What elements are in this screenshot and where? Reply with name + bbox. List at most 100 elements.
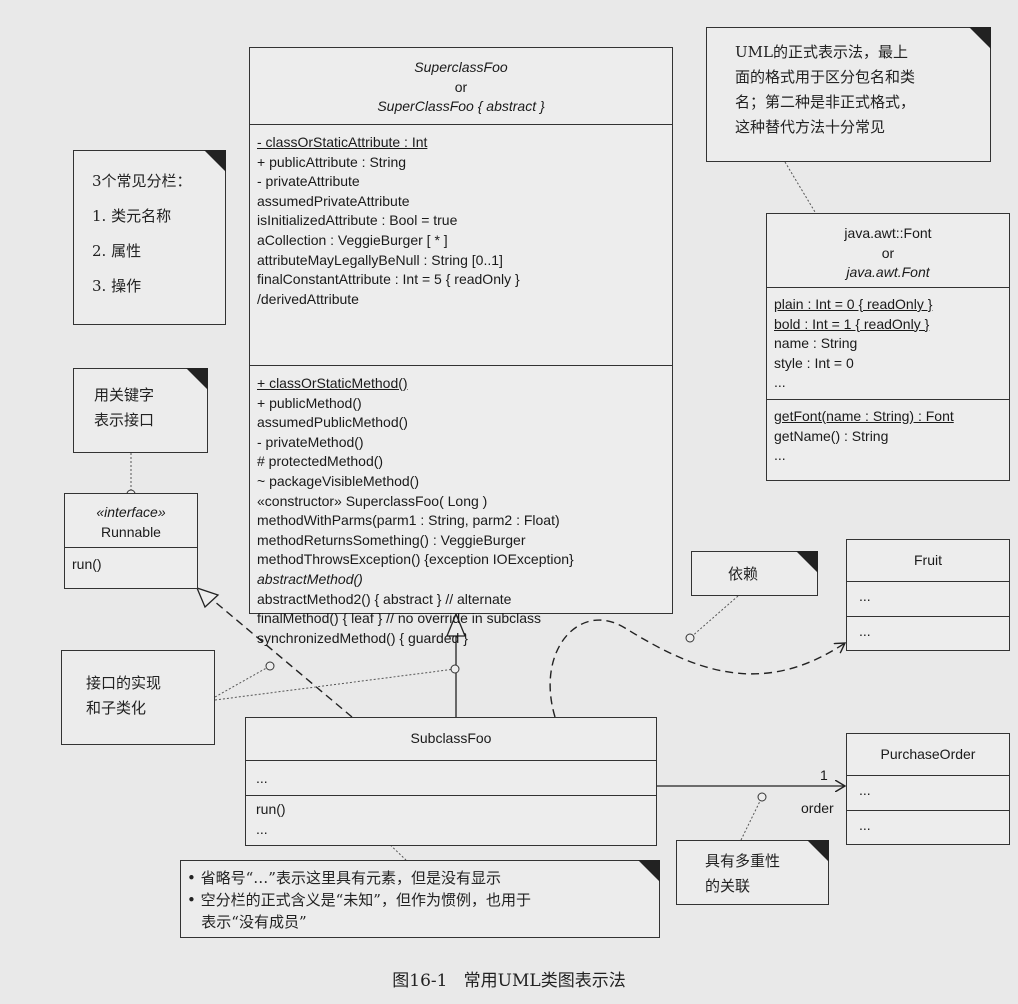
attribute: isInitializedAttribute : Bool = true [257, 212, 458, 229]
note-line: 名；第二种是非正式格式， [735, 93, 916, 111]
note-line: 具有多重性 [705, 852, 781, 870]
method: abstractMethod2() { abstract } // altern… [257, 590, 512, 607]
attribute: assumedPrivateAttribute [257, 192, 410, 209]
anchor-dot [265, 661, 275, 671]
class-name-compartment: PurchaseOrder [847, 734, 1009, 776]
anchor-dot [450, 664, 460, 674]
interface-stereotype: «interface» [96, 504, 166, 520]
anchor-dependency-note [689, 595, 739, 639]
method: «constructor» SuperclassFoo( Long ) [257, 492, 488, 509]
class-name: PurchaseOrder [880, 746, 976, 762]
methods-compartment: ... [847, 811, 1009, 836]
attribute: - privateAttribute [257, 173, 360, 190]
note-fold-icon [186, 368, 208, 390]
method: - privateMethod() [257, 433, 364, 450]
methods-compartment: getFont(name : String) : Font getName() … [767, 400, 1009, 466]
note-line: • 省略号“…”表示这里具有元素，但是没有显示 [187, 869, 501, 887]
class-name-compartment: SuperclassFoo or SuperClassFoo { abstrac… [250, 48, 672, 125]
figure-caption: 图16-1 常用UML类图表示法 [392, 971, 626, 991]
attributes-compartment: - classOrStaticAttribute : Int + publicA… [250, 125, 672, 366]
anchor-realization-note-2 [214, 668, 456, 701]
class-name: SubclassFoo [410, 730, 492, 746]
fruit-class[interactable]: Fruit ... ... [846, 539, 1010, 651]
note-line: UML的正式表示法，最上 [735, 43, 908, 61]
anchor-multiplicity-note [740, 796, 763, 841]
method: methodThrowsException() {exception IOExc… [257, 551, 574, 568]
method: finalMethod() { leaf } // no override in… [257, 610, 542, 627]
class-name-or: or [454, 78, 468, 95]
note-line: 3. 操作 [92, 277, 142, 295]
purchase-order-class[interactable]: PurchaseOrder ... ... [846, 733, 1010, 845]
method: assumedPublicMethod() [257, 414, 408, 431]
methods-compartment: ... [847, 617, 1009, 642]
note-line: 表示“没有成员” [187, 913, 307, 931]
method: getFont(name : String) : Font [774, 408, 954, 424]
attribute: ... [256, 770, 268, 786]
class-name: java.awt::Font [844, 225, 932, 241]
generalization-triangle [446, 612, 466, 637]
attribute: + publicAttribute : String [257, 153, 407, 170]
methods-compartment: run() ... [246, 796, 656, 839]
subclass-foo-class[interactable]: SubclassFoo ... run() ... [245, 717, 657, 846]
interface-name: Runnable [101, 523, 161, 540]
attribute: aCollection : VeggieBurger [ * ] [257, 231, 448, 248]
multiplicity-note: 具有多重性 的关联 [676, 840, 829, 905]
class-name-compartment: SubclassFoo [246, 718, 656, 761]
anchor-dot [685, 633, 695, 643]
method: methodWithParms(parm1 : String, parm2 : … [257, 512, 560, 529]
note-line: 的关联 [705, 877, 751, 895]
attribute: - classOrStaticAttribute : Int [257, 134, 428, 150]
runnable-interface[interactable]: «interface» Runnable run() [64, 493, 198, 589]
font-class[interactable]: java.awt::Font or java.awt.Font plain : … [766, 213, 1010, 481]
note-line: 1. 类元名称 [92, 207, 172, 225]
method: ... [859, 817, 871, 833]
realization-note: 接口的实现 和子类化 [61, 650, 215, 745]
note-line: 面的格式用于区分包名和类 [735, 68, 916, 86]
methods-compartment: + classOrStaticMethod() + publicMethod()… [250, 366, 672, 648]
class-name-compartment: Fruit [847, 540, 1009, 582]
attribute: ... [859, 782, 871, 798]
method: getName() : String [774, 427, 889, 444]
note-line: 依赖 [728, 565, 759, 583]
note-line: 用关键字 [94, 386, 155, 404]
method: ... [859, 623, 871, 639]
interface-name-compartment: «interface» Runnable [65, 494, 197, 548]
method: ... [256, 820, 268, 837]
attribute: finalConstantAttribute : Int = 5 { readO… [257, 271, 520, 288]
superclass-foo-class[interactable]: SuperclassFoo or SuperClassFoo { abstrac… [249, 47, 673, 646]
method: + classOrStaticMethod() [257, 375, 408, 391]
dependency-arrow [549, 619, 845, 718]
attribute: /derivedAttribute [257, 290, 359, 307]
note-fold-icon [638, 860, 660, 882]
role-label: order [801, 800, 834, 816]
class-name-alt: SuperClassFoo { abstract } [377, 98, 545, 115]
attributes-compartment: ... [246, 761, 656, 796]
method: synchronizedMethod() { guarded } [257, 629, 468, 646]
uml-formal-note: UML的正式表示法，最上 面的格式用于区分包名和类 名；第二种是非正式格式， 这… [706, 27, 991, 162]
method: ... [774, 447, 786, 464]
class-name-alt: java.awt.Font [846, 264, 930, 281]
compartments-note: 3个常见分栏： 1. 类元名称 2. 属性 3. 操作 [73, 150, 226, 325]
note-line: 接口的实现 [86, 674, 162, 692]
method: methodReturnsSomething() : VeggieBurger [257, 531, 526, 548]
class-name-compartment: java.awt::Font or java.awt.Font [767, 214, 1009, 288]
class-name: Fruit [914, 552, 942, 568]
note-fold-icon [807, 840, 829, 862]
attribute: bold : Int = 1 { readOnly } [774, 315, 930, 332]
anchor-realization-note-1 [214, 665, 271, 698]
note-line: • 空分栏的正式含义是“未知”，但作为惯例，也用于 [187, 891, 531, 909]
class-name: SuperclassFoo [414, 59, 508, 75]
class-name-or: or [881, 244, 895, 261]
attribute: attributeMayLegallyBeNull : String [0..1… [257, 251, 503, 268]
attribute: ... [859, 588, 871, 604]
method: abstractMethod() [257, 570, 363, 587]
attribute: name : String [774, 335, 858, 352]
attribute: plain : Int = 0 { readOnly } [774, 296, 933, 312]
note-line: 和子类化 [86, 699, 147, 717]
note-fold-icon [969, 27, 991, 49]
attribute: ... [774, 374, 786, 391]
anchor-dot [757, 792, 767, 802]
attribute: style : Int = 0 [774, 354, 854, 371]
multiplicity-label: 1 [820, 767, 828, 783]
method: run() [256, 801, 286, 817]
